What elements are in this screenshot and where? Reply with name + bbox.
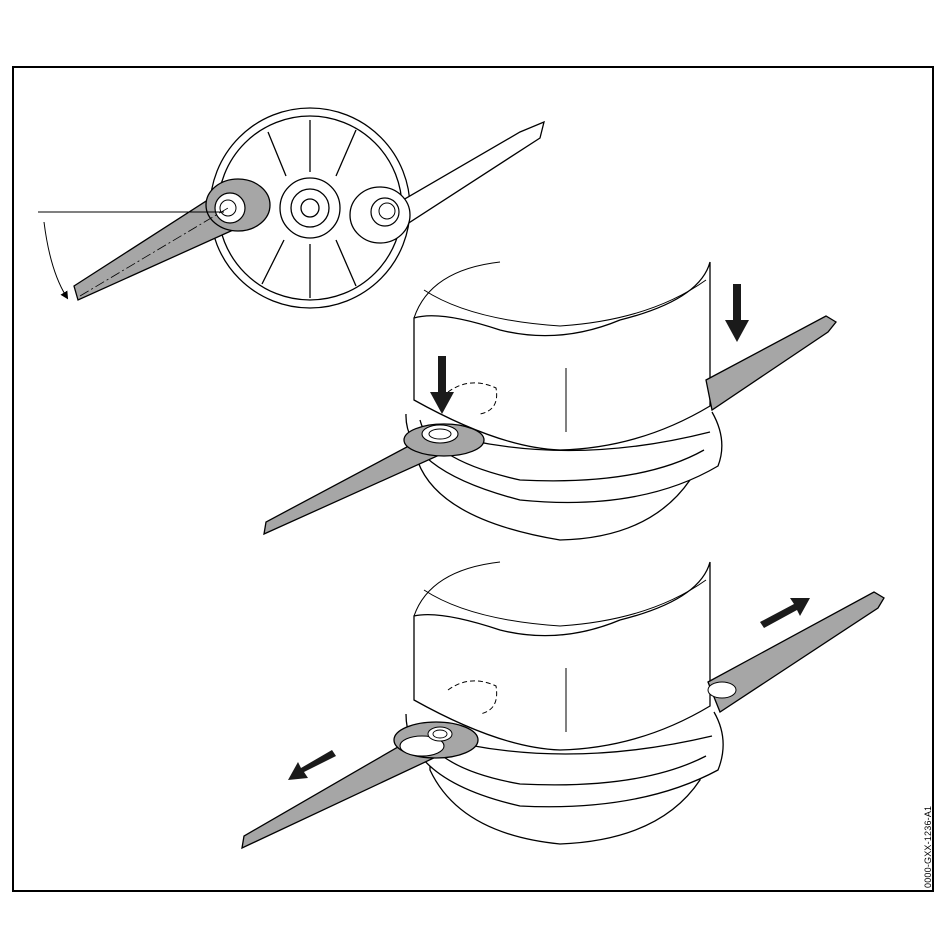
trimmer-head-remove [406, 562, 723, 844]
figure-code: 0000-GXX-1236-A1 [923, 806, 933, 888]
trimmer-head-install [406, 262, 722, 540]
install-blade-right [706, 316, 836, 410]
slide-out-arrow [288, 750, 336, 780]
slide-out-arrow [760, 598, 810, 628]
push-down-arrow [725, 284, 749, 342]
